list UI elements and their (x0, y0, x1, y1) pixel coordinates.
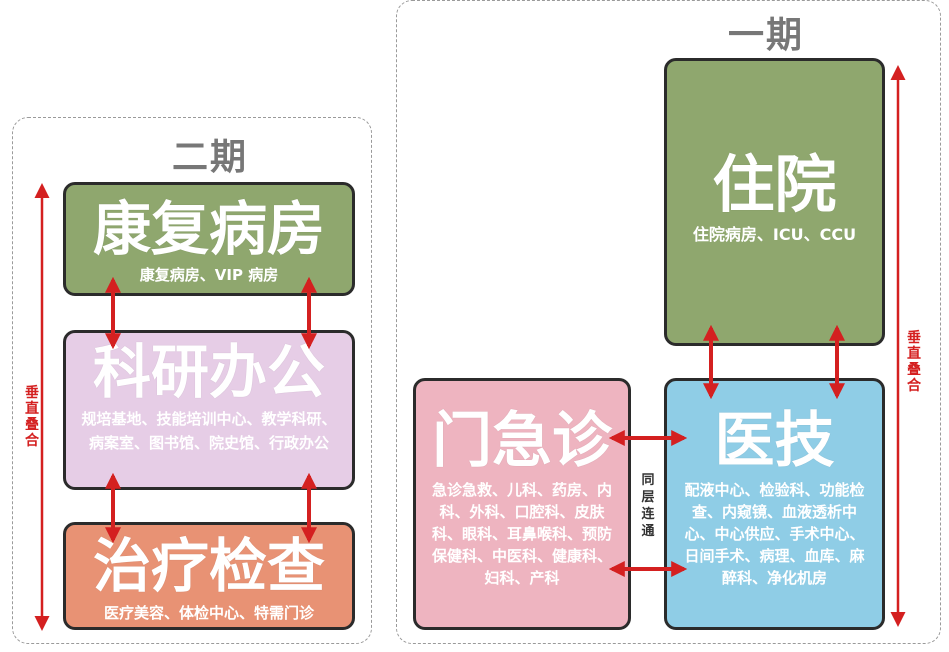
research-office-box: 科研办公 规培基地、技能培训中心、教学科研、病案室、图书馆、院史馆、行政办公 (63, 330, 355, 490)
phase1-title: 一期 (728, 15, 805, 56)
outpatient-emergency-detail: 急诊急救、儿科、药房、内科、外科、口腔科、皮肤科、眼科、耳鼻喉科、预防保健科、中… (431, 481, 612, 587)
research-office-detail: 规培基地、技能培训中心、教学科研、病案室、图书馆、院史馆、行政办公 (81, 410, 337, 452)
medical-technology-name: 医技 (714, 406, 835, 476)
medical-technology-box: 医技 配液中心、检验科、功能检查、内窥镜、血液透析中心、中心供应、手术中心、日间… (664, 378, 885, 630)
rehab-ward-detail: 康复病房、VIP 病房 (139, 266, 279, 284)
treatment-exam-name: 治疗检查 (92, 532, 325, 600)
treatment-exam-detail: 医疗美容、体检中心、特需门诊 (103, 604, 314, 622)
phase2-title: 二期 (172, 137, 249, 178)
inpatient-name: 住院 (712, 148, 837, 221)
rehab-ward-name: 康复病房 (92, 195, 325, 263)
medical-technology-detail: 配液中心、检验科、功能检查、内窥镜、血液透析中心、中心供应、手术中心、日间手术、… (684, 481, 865, 587)
same-floor-connection-label: 同层连通 (641, 473, 655, 539)
inpatient-box: 住院 住院病房、ICU、CCU (664, 58, 885, 346)
phase1-vertical-stack-label: 垂直叠合 (907, 330, 921, 394)
inpatient-detail: 住院病房、ICU、CCU (692, 225, 857, 244)
research-office-name: 科研办公 (92, 338, 325, 406)
outpatient-emergency-name: 门急诊 (432, 406, 612, 476)
outpatient-emergency-box: 门急诊 急诊急救、儿科、药房、内科、外科、口腔科、皮肤科、眼科、耳鼻喉科、预防保… (413, 378, 631, 630)
